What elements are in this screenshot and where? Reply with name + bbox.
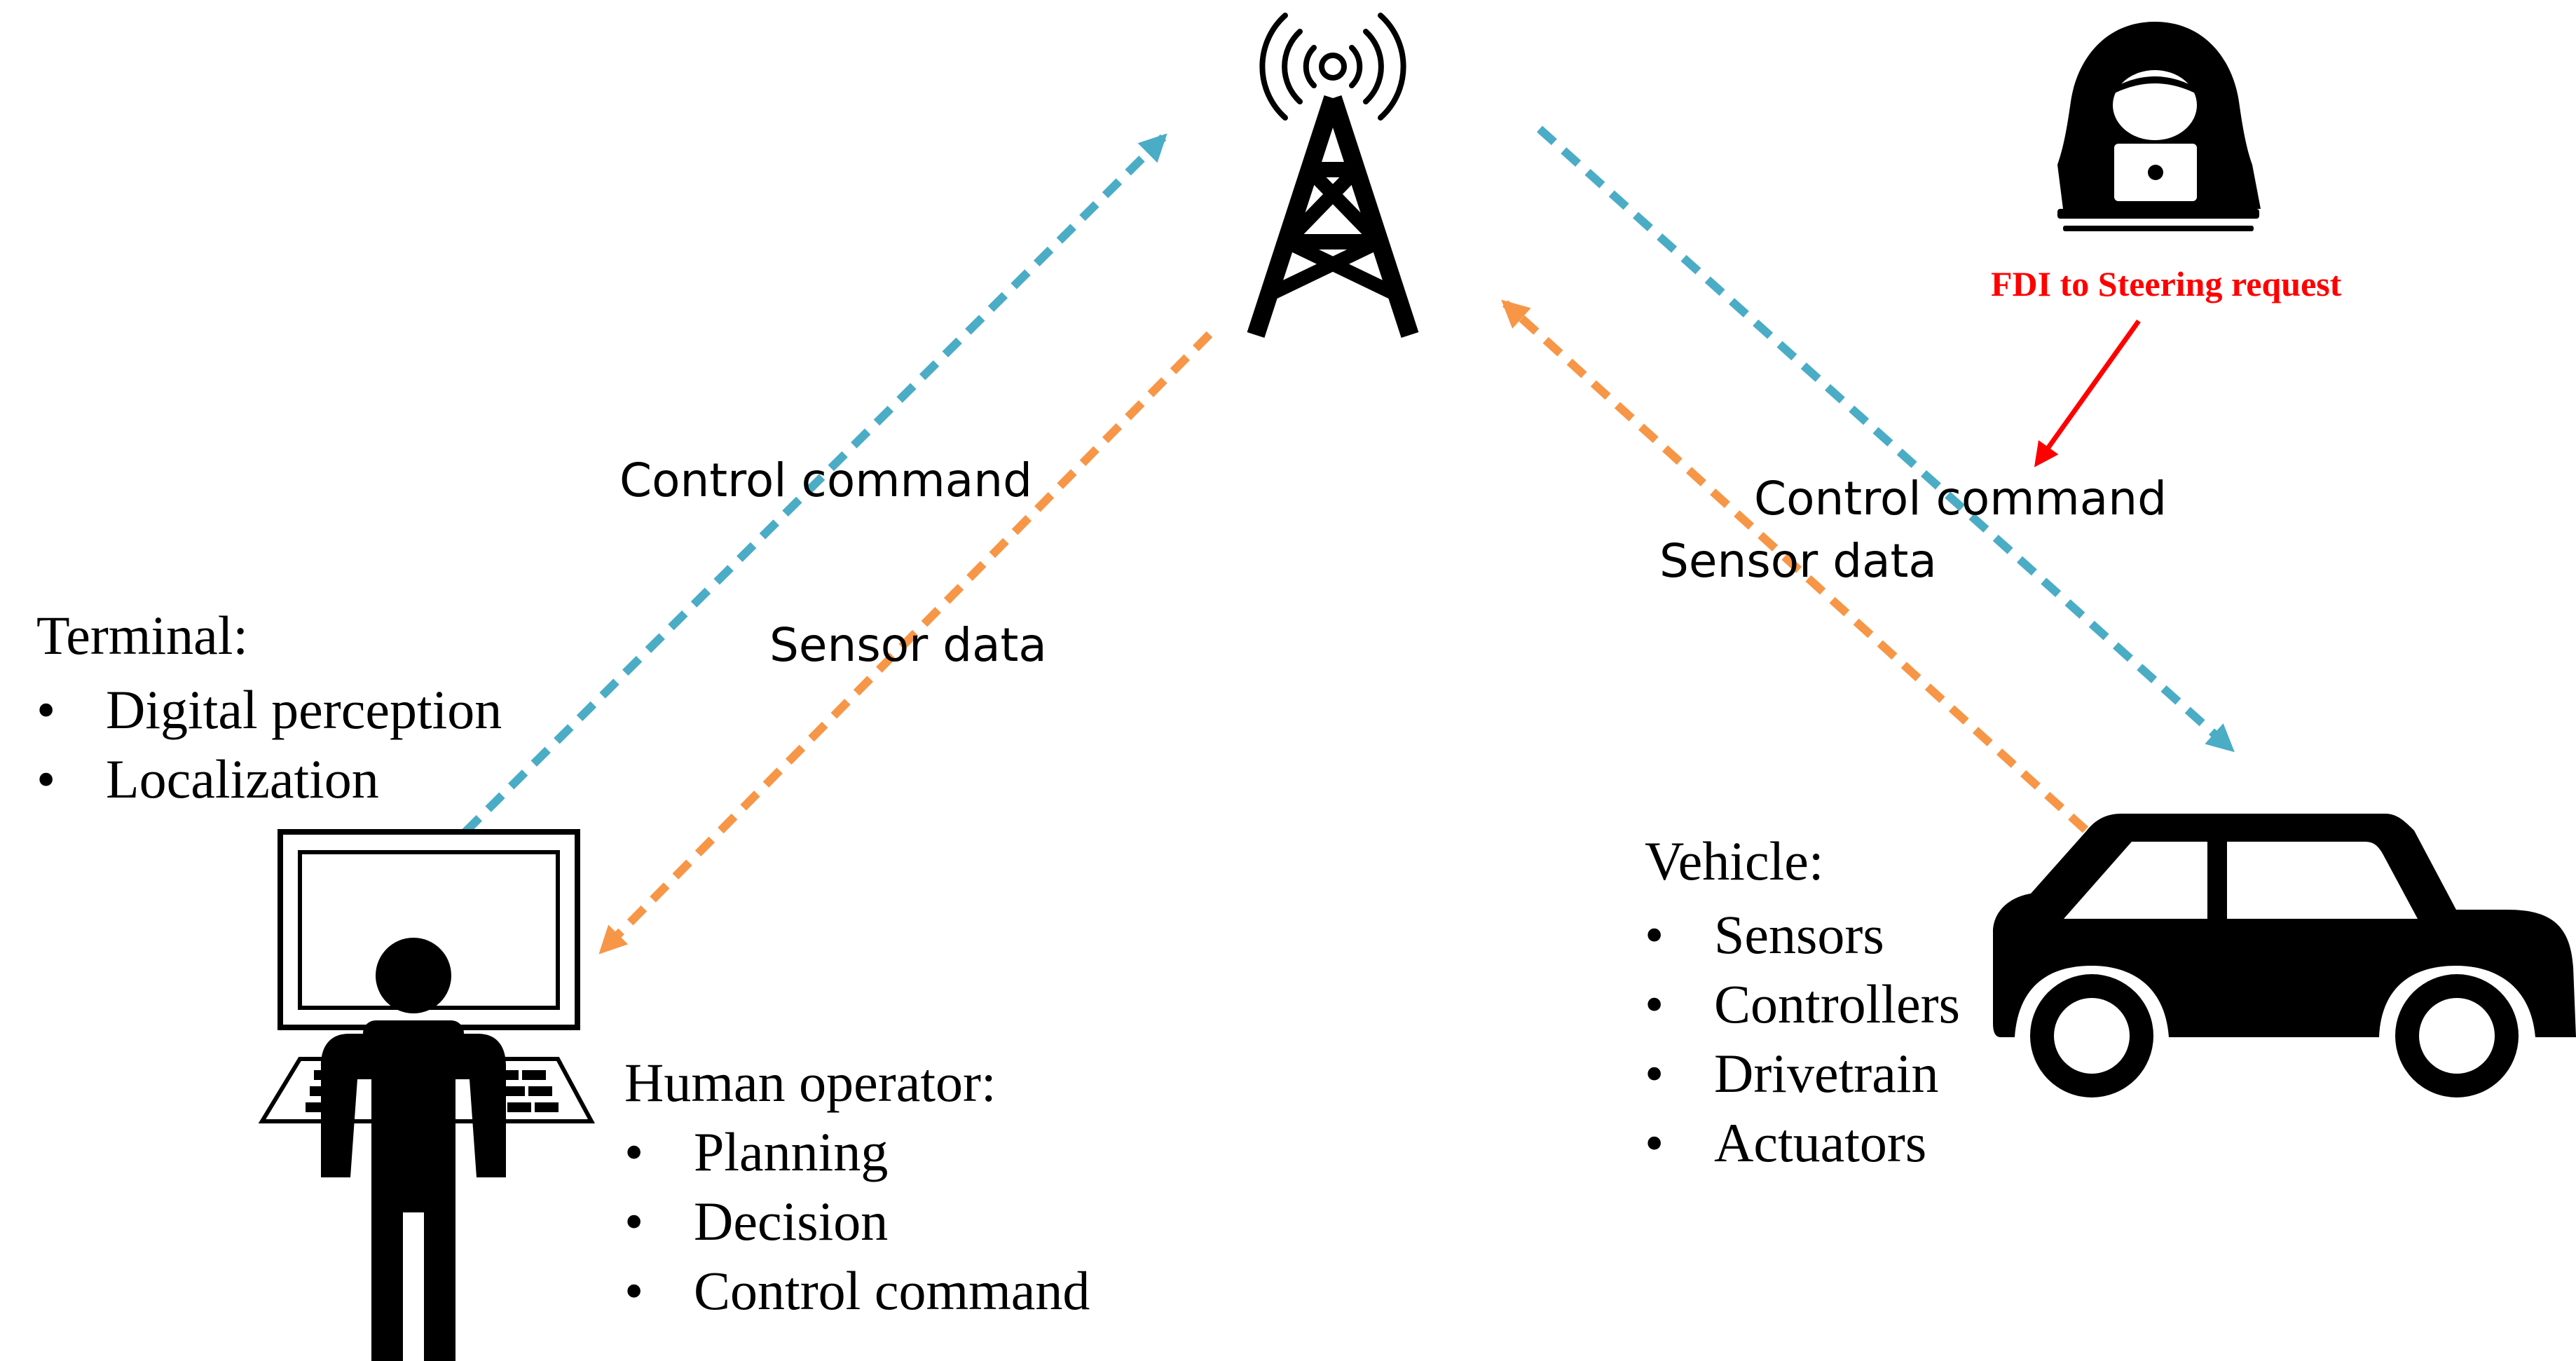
sensor-data-arrow-tower-to-terminal xyxy=(598,331,1213,955)
list-item: Controllers xyxy=(1645,969,1960,1039)
control-command-arrow-tower-to-vehicle xyxy=(1536,125,2235,753)
hacker-icon xyxy=(2057,22,2261,231)
attack-arrow xyxy=(2034,319,2141,467)
list-item: Actuators xyxy=(1645,1108,1960,1177)
right-sensor-data-label: Sensor data xyxy=(1659,534,1937,588)
operator-task-list: Planning Decision Control command xyxy=(624,1117,1090,1325)
vehicle-title: Vehicle: xyxy=(1645,830,1824,891)
list-item: Control command xyxy=(624,1256,1090,1325)
list-item: Decision xyxy=(624,1186,1090,1256)
right-control-command-label: Control command xyxy=(1754,472,2167,526)
car-icon xyxy=(1993,814,2576,1097)
attack-label: FDI to Steering request xyxy=(1991,264,2342,303)
radio-tower-icon xyxy=(1247,13,1419,338)
vehicle-component-list: Sensors Controllers Drivetrain Actuators xyxy=(1645,900,1960,1177)
control-command-arrow-terminal-to-tower xyxy=(462,133,1167,835)
operator-title: Human operator: xyxy=(624,1052,996,1113)
terminal-feature-list: Digital perception Localization xyxy=(36,675,502,814)
list-item: Localization xyxy=(36,744,502,814)
human-operator-icon xyxy=(321,938,506,1361)
sensor-data-arrow-vehicle-to-tower xyxy=(1501,299,2089,833)
list-item: Drivetrain xyxy=(1645,1039,1960,1108)
left-sensor-data-label: Sensor data xyxy=(769,618,1047,672)
list-item: Planning xyxy=(624,1117,1090,1186)
terminal-title: Terminal: xyxy=(36,605,249,666)
left-control-command-label: Control command xyxy=(619,453,1032,507)
list-item: Sensors xyxy=(1645,900,1960,969)
list-item: Digital perception xyxy=(36,675,502,744)
